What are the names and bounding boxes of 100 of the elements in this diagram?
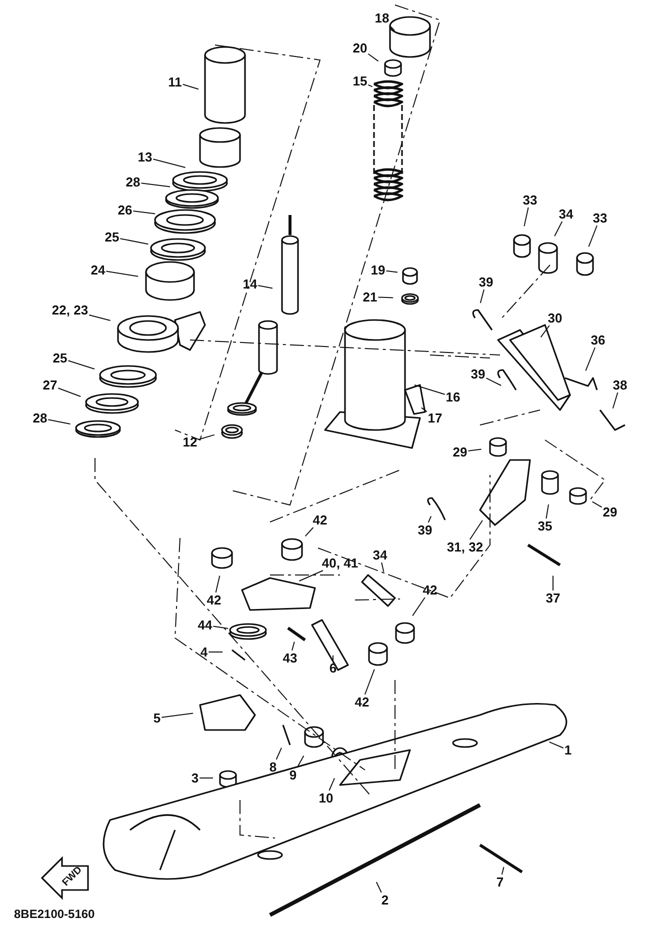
callout-number: 28: [32, 410, 48, 426]
leader-line: [161, 712, 194, 718]
leader-line: [548, 741, 564, 748]
callout-number: 27: [42, 378, 58, 392]
callout-number: 14: [242, 276, 258, 292]
leader-line: [276, 747, 282, 760]
leader-line: [48, 419, 71, 424]
leader-line: [364, 668, 375, 695]
callout-number: 10: [318, 790, 334, 806]
leader-line: [182, 84, 199, 90]
leader-line: [212, 626, 229, 629]
leader-line: [68, 360, 95, 370]
leader-line: [378, 296, 394, 298]
callout-number: 33: [592, 210, 608, 226]
callout-number: 22, 23: [50, 302, 90, 318]
callout-number: 40, 41: [320, 556, 360, 570]
leader-line: [421, 407, 428, 412]
leader-line: [298, 570, 324, 582]
leader-line: [592, 501, 602, 508]
leader-line: [332, 654, 334, 661]
callout-number: 28: [124, 174, 142, 190]
leader-line: [588, 225, 598, 248]
callout-number: 26: [116, 202, 134, 218]
callout-number: 3: [190, 770, 200, 786]
callout-number: 11: [167, 74, 183, 90]
leader-line: [540, 325, 550, 338]
callout-number: 2: [380, 892, 390, 908]
callout-number: 34: [372, 548, 388, 562]
callout-number: 44: [196, 618, 214, 632]
callout-number: 43: [282, 650, 298, 666]
callout-number: 7: [495, 874, 505, 890]
callout-number: 9: [288, 768, 298, 782]
callout-number: 5: [152, 710, 162, 726]
drawing-code: 8BE2100-5160: [14, 907, 95, 921]
leader-line: [132, 210, 156, 214]
callout-number: 13: [136, 150, 154, 164]
callout-number: 34: [558, 206, 574, 222]
leader-line: [296, 755, 304, 768]
callout-number: 24: [90, 262, 106, 278]
leader-line: [501, 866, 504, 875]
callout-number: 25: [104, 230, 120, 244]
callout-number: 29: [452, 444, 468, 460]
leader-line: [480, 289, 484, 304]
leader-line: [58, 388, 82, 397]
callout-number: 37: [544, 590, 562, 606]
leader-line: [552, 575, 554, 591]
leader-line: [524, 207, 529, 227]
leader-line: [386, 270, 398, 273]
callout-number: 39: [416, 522, 434, 538]
leader-line: [486, 378, 502, 386]
callout-number: 39: [478, 274, 494, 290]
leader-line: [292, 641, 295, 651]
leader-line: [328, 778, 335, 791]
callout-number: 38: [612, 378, 628, 392]
leader-line: [546, 504, 549, 519]
callout-number: 30: [546, 310, 564, 326]
leader-line: [140, 182, 171, 188]
leader-line: [585, 347, 596, 372]
leader-line: [612, 392, 618, 409]
leader-line: [468, 448, 482, 452]
callout-number: 25: [52, 350, 68, 366]
callout-number: 16: [444, 390, 462, 404]
callout-number: 15: [352, 74, 368, 88]
callout-number: 8: [268, 760, 278, 774]
leader-line: [554, 221, 563, 237]
callout-number: 19: [370, 262, 386, 278]
callout-number: 36: [590, 332, 606, 348]
leader-line: [258, 285, 273, 289]
callout-number: 39: [470, 366, 486, 382]
callout-number: 42: [312, 512, 328, 528]
leader-line: [120, 238, 149, 245]
callout-number: 20: [352, 40, 368, 56]
callout-number: 1: [563, 742, 573, 758]
leader-line: [381, 562, 384, 572]
callout-number: 17: [426, 410, 444, 426]
callout-number: 21: [362, 290, 378, 304]
callout-number: 42: [422, 582, 438, 598]
callout-number: 31, 32: [446, 540, 484, 554]
callout-number: 42: [354, 694, 370, 710]
leader-line: [368, 84, 373, 88]
leader-line: [414, 384, 446, 395]
leader-line: [106, 270, 139, 277]
callout-number: 4: [199, 644, 209, 660]
leader-line: [376, 882, 382, 893]
leader-line: [152, 158, 186, 168]
leader-line: [469, 520, 483, 540]
callout-number: 29: [602, 504, 618, 520]
leader-line: [88, 314, 111, 321]
callout-number: 33: [522, 192, 538, 208]
callout-number: 12: [182, 434, 198, 450]
callout-number: 42: [206, 592, 222, 608]
leader-line: [304, 527, 314, 537]
callout-number: 18: [374, 10, 390, 26]
leader-line: [389, 25, 396, 32]
leader-line: [412, 597, 426, 616]
callout-number: 35: [536, 518, 554, 534]
leader-line: [368, 53, 379, 62]
leader-line: [215, 575, 220, 593]
leader-line: [198, 434, 215, 440]
leader-line: [428, 516, 432, 523]
